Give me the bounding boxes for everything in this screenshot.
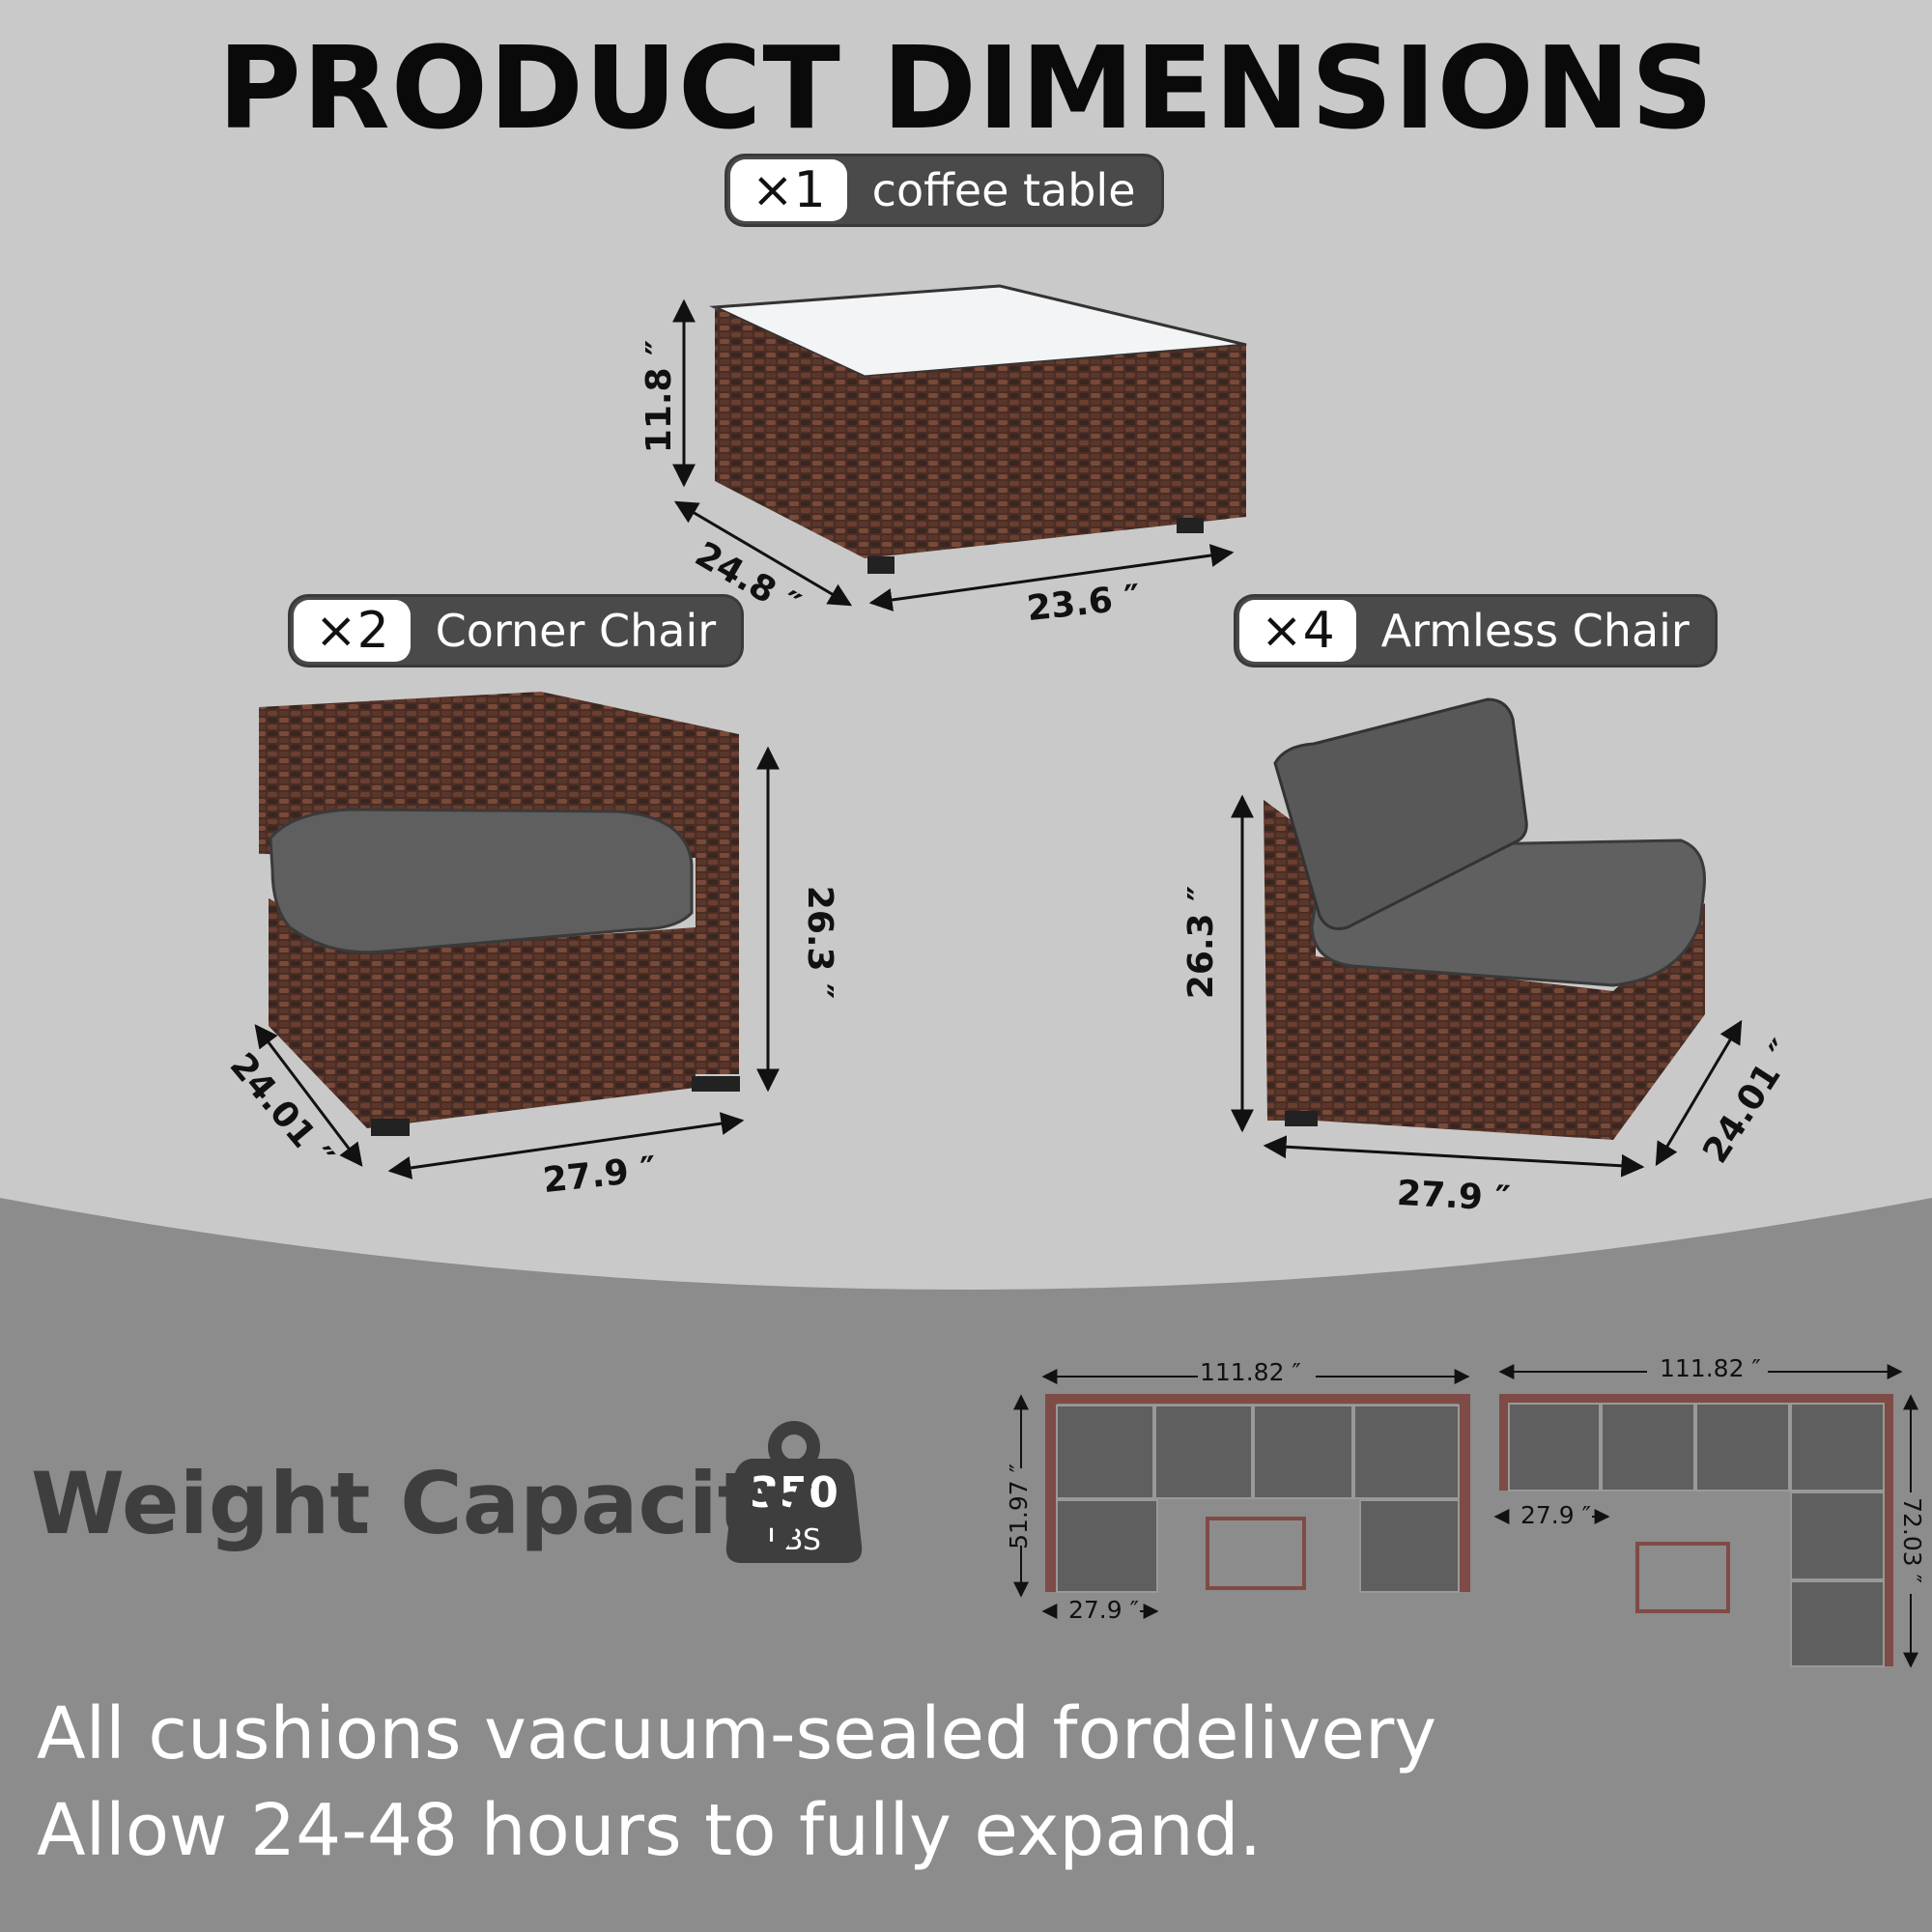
corner-chair-qty: ×2 bbox=[294, 600, 411, 662]
layout-b-diagram bbox=[1499, 1394, 1893, 1667]
layout-a-seat-width: 27.9 ″ bbox=[1068, 1596, 1139, 1624]
weight-capacity-label: Weight Capacity bbox=[31, 1454, 814, 1553]
weight-unit: LBS bbox=[767, 1523, 821, 1557]
page-title: PRODUCT DIMENSIONS bbox=[217, 21, 1715, 155]
armless-chair-qty: ×4 bbox=[1239, 600, 1356, 662]
weight-value: 350 bbox=[750, 1468, 838, 1518]
layout-b-seat-width: 27.9 ″ bbox=[1520, 1501, 1591, 1529]
armless-chair-height: 26.3 ″ bbox=[1181, 885, 1222, 1000]
coffee-table-pill: ×1 coffee table bbox=[727, 156, 1161, 224]
note-line-2: Allow 24-48 hours to fully expand. bbox=[37, 1789, 1263, 1872]
armless-chair-pill: ×4 Armless Chair bbox=[1236, 597, 1715, 665]
coffee-table-illustration bbox=[709, 284, 1247, 574]
weight-icon: 350 LBS bbox=[725, 1421, 863, 1563]
note-line-1: All cushions vacuum-sealed fordelivery bbox=[37, 1692, 1437, 1776]
layout-a-total-width: 111.82 ″ bbox=[1200, 1358, 1301, 1386]
corner-chair-height: 26.3 ″ bbox=[800, 885, 840, 1000]
coffee-table-label: coffee table bbox=[871, 164, 1136, 216]
armless-chair-illustration bbox=[1264, 697, 1706, 1140]
layout-a-diagram bbox=[1045, 1394, 1470, 1595]
armless-chair-width: 27.9 ″ bbox=[1396, 1173, 1512, 1220]
layout-b-total-width: 111.82 ″ bbox=[1660, 1354, 1761, 1382]
corner-chair-label: Corner Chair bbox=[435, 605, 717, 657]
corner-chair-illustration bbox=[259, 692, 740, 1136]
coffee-table-height: 11.8 ″ bbox=[639, 339, 680, 454]
armless-chair-label: Armless Chair bbox=[1380, 605, 1690, 657]
coffee-table-qty: ×1 bbox=[730, 159, 847, 221]
layout-a-depth: 51.97 ″ bbox=[1004, 1463, 1033, 1549]
corner-chair-pill: ×2 Corner Chair bbox=[291, 597, 742, 665]
layout-b-depth: 72.03 ″ bbox=[1897, 1497, 1926, 1583]
